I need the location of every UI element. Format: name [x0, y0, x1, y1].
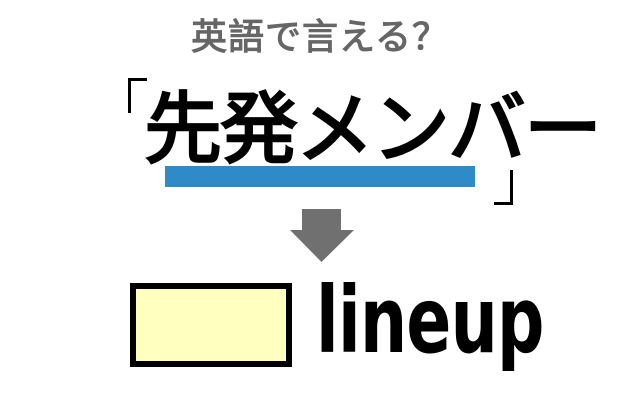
quiz-prompt: 英語で言える？	[191, 17, 449, 58]
close-bracket	[494, 170, 513, 205]
japanese-term: 先発メンバー	[144, 85, 602, 175]
term-highlight-bar	[165, 166, 475, 187]
answer-suffix-word: lineup	[316, 267, 544, 374]
down-arrow-icon	[288, 208, 356, 264]
open-bracket	[128, 78, 147, 113]
answer-blank-box	[130, 283, 292, 367]
